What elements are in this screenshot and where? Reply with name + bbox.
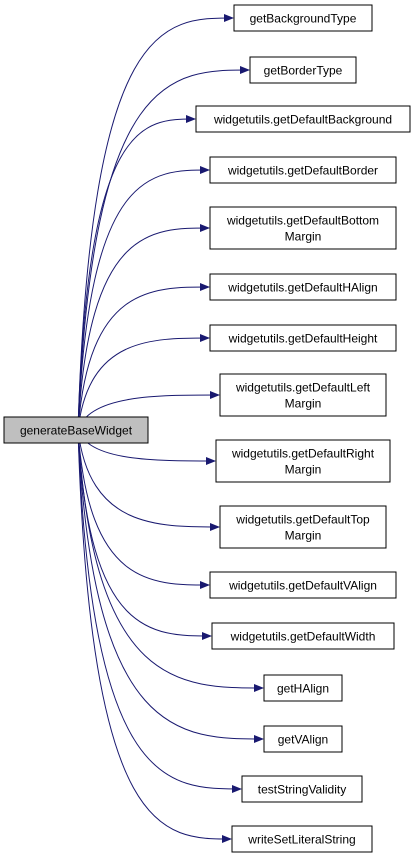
callee-node-box [209,206,397,250]
call-edge [77,224,210,431]
root-node[interactable]: generateBaseWidget [3,416,149,444]
call-edge [77,66,250,431]
callee-node-label: widgetutils.getDefaultHAlign [227,281,377,295]
call-edge [77,429,220,531]
callee-node[interactable]: getHAlign [263,674,343,702]
callee-node-label: getVAlign [278,733,328,747]
callee-node-box [215,439,391,483]
callee-node-box [219,505,387,549]
callee-node-label: Margin [285,529,322,543]
callee-node-label: widgetutils.getDefaultBottom [226,214,379,228]
call-edge [77,334,210,431]
callee-node-box [195,105,411,133]
root-node-box [3,416,149,444]
callee-node[interactable]: widgetutils.getDefaultBorder [209,156,397,184]
call-edge [77,429,264,743]
nodes-layer: generateBaseWidget getBackgroundType getB… [3,4,411,853]
callee-node-label: widgetutils.getDefaultVAlign [228,579,377,593]
callee-node-label: widgetutils.getDefaultBorder [227,164,378,178]
callee-node-box [233,4,373,32]
callee-node-box [219,373,387,417]
call-edge [77,283,210,431]
callee-node-box [209,324,397,352]
callee-node-label: getHAlign [277,682,329,696]
callee-node-label: Margin [285,230,322,244]
callee-node-box [209,273,397,301]
call-edge [77,429,210,589]
edges-layer [77,14,264,843]
callee-node-label: getBorderType [264,64,343,78]
callee-node-box [241,775,363,803]
callee-node-box [209,571,397,599]
callee-node-label: Margin [285,463,322,477]
callee-node-label: widgetutils.getDefaultWidth [230,630,376,644]
callee-node[interactable]: widgetutils.getDefaultBackground [195,105,411,133]
callee-node-box [231,825,373,853]
callee-node[interactable]: widgetutils.getDefaultHAlign [209,273,397,301]
callee-node[interactable]: getVAlign [263,725,343,753]
call-edge [77,429,242,793]
callee-node-box [211,622,395,650]
callee-node[interactable]: getBorderType [249,56,357,84]
callee-node[interactable]: testStringValidity [241,775,363,803]
callee-node-label: widgetutils.getDefaultTop [235,513,370,527]
call-edge [77,166,210,431]
callee-node[interactable]: widgetutils.getDefaultVAlign [209,571,397,599]
callee-node-label: widgetutils.getDefaultBackground [213,113,392,127]
callee-node-label: widgetutils.getDefaultRight [231,447,375,461]
callee-node-box [249,56,357,84]
callee-node-box [263,725,343,753]
callee-node-box [209,156,397,184]
callee-node[interactable]: getBackgroundType [233,4,373,32]
call-edge [77,429,264,692]
callee-node-label: testStringValidity [258,783,346,797]
root-node-label: generateBaseWidget [20,424,133,438]
callee-node-label: Margin [285,397,322,411]
callee-node-label: widgetutils.getDefaultHeight [228,332,378,346]
callee-node-label: getBackgroundType [250,12,357,26]
callee-node[interactable]: widgetutils.getDefaultHeight [209,324,397,352]
callee-node[interactable]: writeSetLiteralString [231,825,373,853]
callee-node-label: writeSetLiteralString [247,833,355,847]
call-edge [77,115,196,431]
call-edge [77,429,232,843]
callee-node[interactable]: widgetutils.getDefaultWidth [211,622,395,650]
call-edge [77,14,234,431]
callee-node-label: widgetutils.getDefaultLeft [235,381,371,395]
callee-node-box [263,674,343,702]
